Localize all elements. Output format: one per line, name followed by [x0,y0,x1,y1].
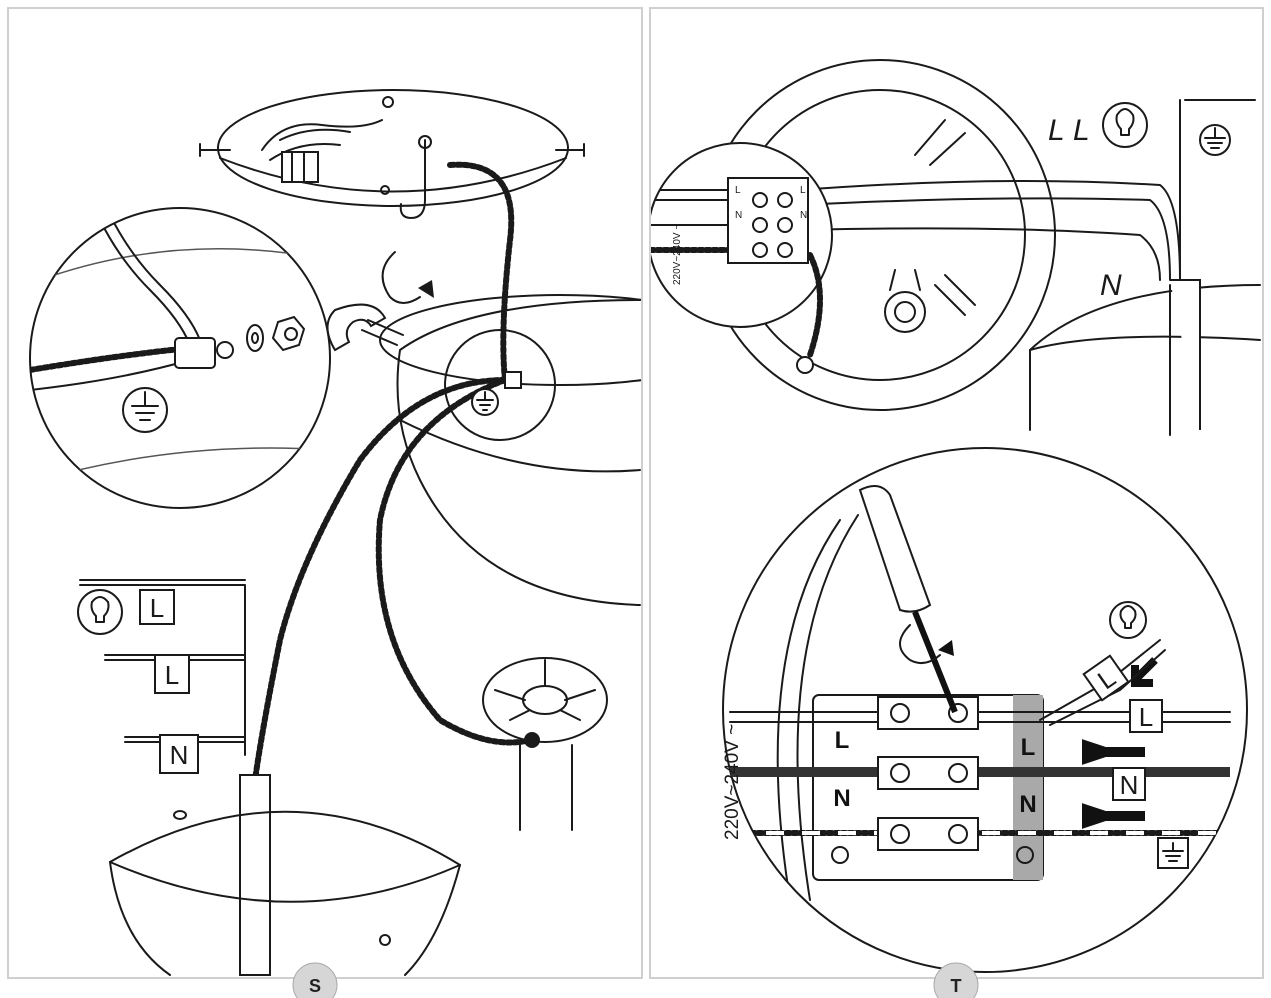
top-terminal-n-left: N [735,210,742,221]
wire-label-n: N [170,740,189,770]
wire-label-l-bulb: L [150,593,164,623]
ground-point-circle [444,329,556,441]
wire-label-l-right: L [1073,114,1090,147]
wire-label-l-left: L [1048,114,1065,147]
insertion-arrow-icon [1082,657,1158,829]
svg-text:S: S [309,976,321,996]
ceiling-mounting-plate [199,89,585,219]
ground-symbol-icon [122,387,168,433]
light-bulb-icon [1102,102,1148,148]
block-label-l-right: L [1021,734,1036,761]
ground-cable-top [447,161,515,383]
top-voltage-label: 220V~240V ~ [672,224,683,285]
panel-t: L L N L N L N [651,59,1261,973]
rotation-arrow-icon [381,251,434,304]
neutral-wire-label-group: N [124,734,246,774]
panel-t-badge: T [933,962,979,998]
panel-s: L L N [29,89,641,976]
rotation-arrow-icon [899,624,954,665]
ground-cable-down [252,377,508,783]
big-wire-label-l: L [1139,702,1153,732]
live-wire-label-group: L [104,654,246,756]
light-bulb-icon [77,589,123,635]
panel-s-badge: S [292,962,338,998]
top-terminal-l-right: L [800,185,806,196]
block-label-l-left: L [835,727,850,754]
wire-l-1 [799,180,1181,281]
wire-l-2 [799,197,1171,281]
terminal-zoom-inset: L N L N 220V~240V ~ [651,142,833,374]
bottom-voltage-label: 220V~240V ~ [722,724,743,840]
lamp-base-right [379,294,641,606]
wire-label-n-top: N [1100,269,1122,302]
ceiling-rose-part [482,657,608,831]
ground-symbol-icon [1157,837,1189,869]
big-wire-label-n: N [1120,770,1139,800]
terminal-block-zoom: L L N L N [722,447,1248,973]
ground-symbol-icon [1199,124,1231,156]
ground-connection-zoom [29,207,331,509]
block-label-n-right: N [1019,791,1036,818]
ground-cable-lamp [375,377,533,746]
wire-n [799,227,1161,281]
light-bulb-icon [1109,601,1147,639]
top-terminal-l-left: L [735,185,741,196]
wrench-icon [326,303,404,352]
block-label-n-left: N [833,785,850,812]
top-terminal-n-right: N [800,210,807,221]
lamp-bowl-bottom [109,774,461,976]
screwdriver-icon [858,485,958,714]
wire-label-l: L [165,660,179,690]
bulb-wire-label-group: L [77,579,246,746]
svg-text:T: T [951,976,962,996]
